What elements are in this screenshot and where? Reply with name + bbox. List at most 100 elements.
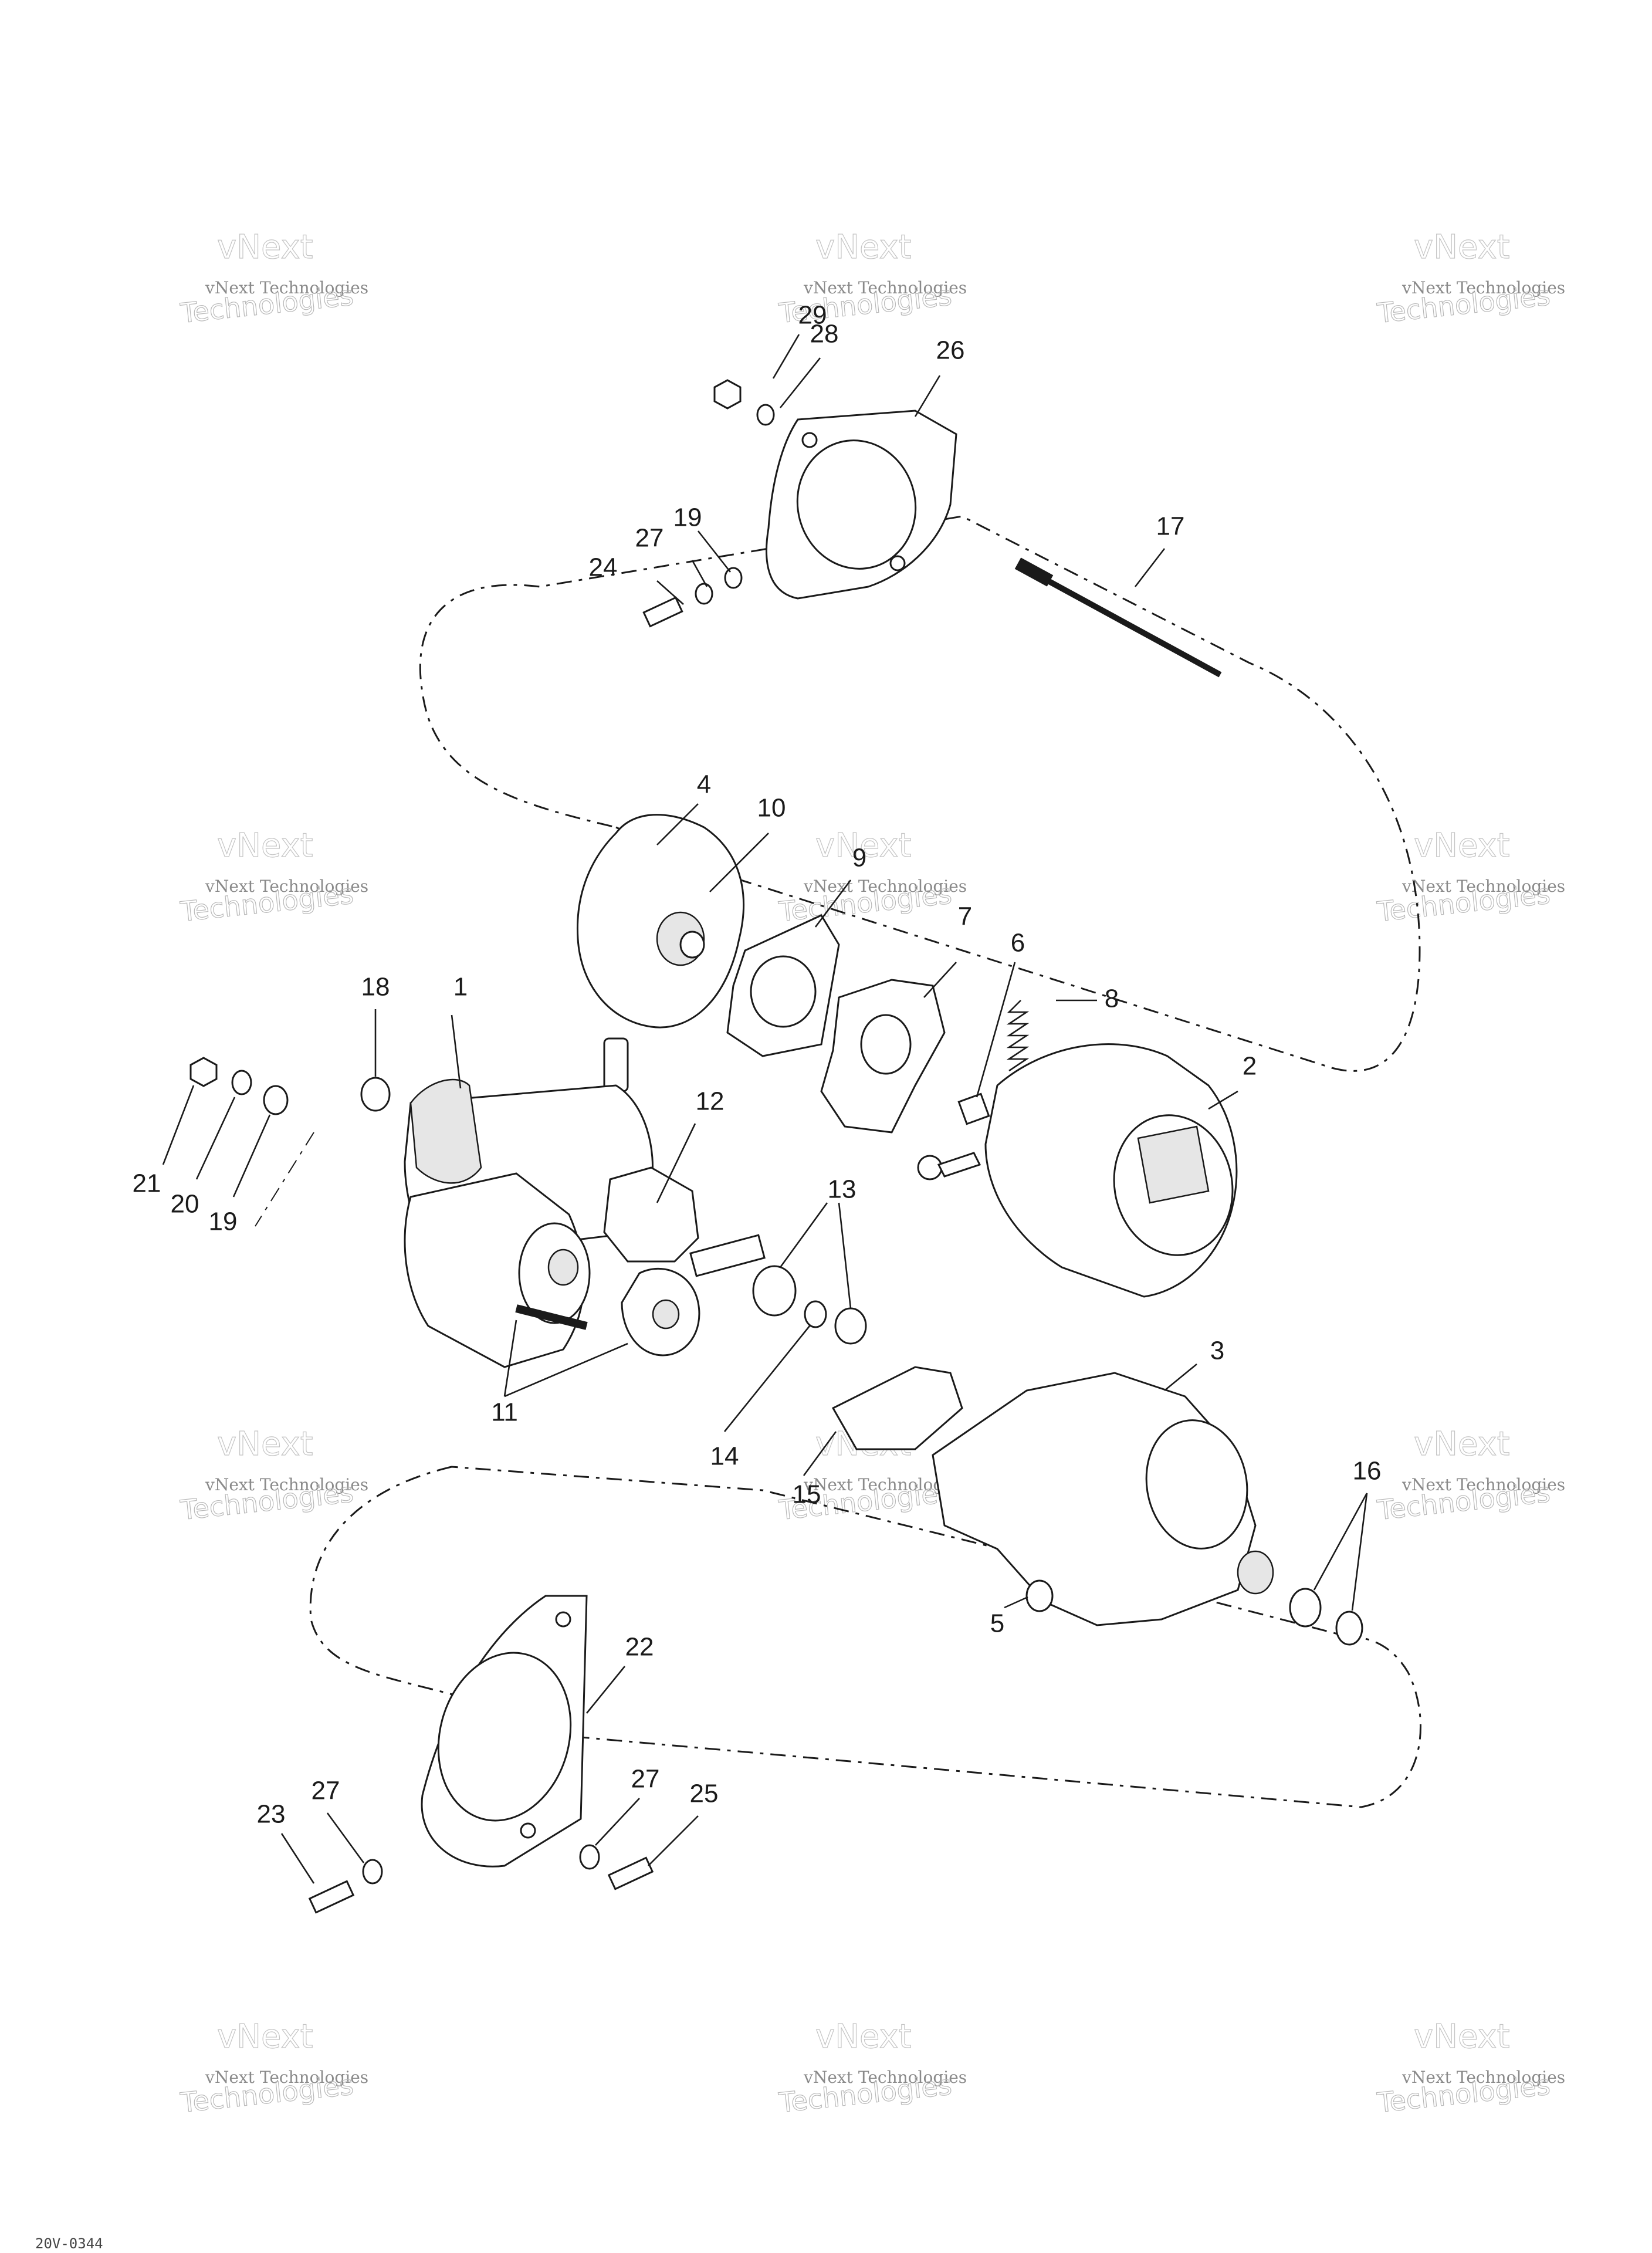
brush-6 [957,1092,990,1125]
spring-8 [1006,1000,1030,1072]
washer-27 [695,583,713,605]
svg-text:vNext Technologies: vNext Technologies [803,2068,967,2087]
watermark: vNext vNext Technologies Technologies [777,2017,967,2119]
watermark: vNext vNext Technologies Technologies [1375,1425,1565,1526]
figure-code: 20V-0344 [35,2235,103,2252]
watermark-group: vNext vNext Technologies Technologies vN… [178,228,1565,2119]
washer-27 [362,1859,383,1885]
lockwasher-19 [724,567,743,589]
nut-21 [189,1057,218,1087]
assembly-outline-lower [309,1466,1421,1808]
callout-17: 17 [1156,512,1185,541]
svg-text:vNext Technologies: vNext Technologies [205,278,368,297]
screw-23 [308,1880,355,1914]
through-bolt-17 [1014,557,1054,587]
seal-16 [1335,1611,1363,1646]
field-terminal-eyelet [917,1155,943,1180]
svg-text:vNext: vNext [815,228,912,266]
callout-10: 10 [757,794,786,823]
bracket-hole-22 [555,1611,571,1628]
svg-text:vNext: vNext [1414,1425,1510,1463]
callout-6: 6 [1011,929,1025,958]
svg-text:vNext Technologies: vNext Technologies [803,278,967,297]
lockwasher-19 [263,1085,289,1115]
brush-plate-center-9 [750,955,817,1028]
callout-23: 23 [257,1800,286,1829]
bracket-hole-22 [520,1822,536,1839]
drive-pinion-12 [603,1166,699,1263]
bracket-opening-22 [437,1652,572,1822]
screw-24 [642,596,683,628]
bracket-hole-26 [889,555,906,571]
washer-27 [579,1844,600,1870]
leader-lines [162,334,1368,1884]
svg-text:vNext Technologies: vNext Technologies [205,877,368,896]
callout-20: 20 [171,1190,199,1219]
nut-29 [713,379,742,410]
callout-24: 24 [589,553,618,582]
callout-13: 13 [828,1175,857,1204]
svg-text:vNext: vNext [815,2018,912,2056]
watermark: vNext vNext Technologies Technologies [777,826,967,928]
callout-19: 19 [209,1207,238,1236]
terminal-cable [255,1132,314,1227]
washer-28 [756,404,775,426]
end-cover-4 [576,814,744,1029]
callout-26: 26 [936,336,965,365]
callout-11: 11 [491,1398,518,1427]
callout-27: 27 [312,1777,340,1805]
shift-lever-15 [831,1366,963,1450]
svg-text:vNext: vNext [217,228,313,266]
callout-7: 7 [958,902,972,931]
callout-1: 1 [453,973,468,1002]
callout-22: 22 [625,1633,654,1662]
svg-text:vNext Technologies: vNext Technologies [1402,877,1565,896]
thrust-washer-13 [834,1307,867,1345]
svg-text:vNext Technologies: vNext Technologies [1402,2068,1565,2087]
svg-text:vNext Technologies: vNext Technologies [1402,278,1565,297]
screw-25 [607,1856,654,1890]
callout-15: 15 [793,1480,821,1509]
parts-layer [189,379,1363,1914]
washer-18 [360,1077,391,1112]
brush-holder-center-7 [860,1014,912,1075]
watermark: vNext vNext Technologies Technologies [178,2017,368,2119]
svg-text:vNext: vNext [1414,2018,1510,2056]
watermark: vNext vNext Technologies Technologies [178,826,368,928]
plug-5 [1025,1579,1054,1612]
bushing-16 [1289,1588,1322,1628]
callout-2: 2 [1243,1052,1257,1081]
field-housing-pole-2 [1137,1125,1210,1204]
solenoid-plunger [547,1249,579,1286]
callout-9: 9 [852,844,866,872]
callout-16: 16 [1353,1457,1382,1486]
circlip-14 [804,1300,827,1328]
solenoid-cap-center-11 [652,1299,680,1330]
bracket-opening-26 [796,439,917,570]
svg-text:vNext Technologies: vNext Technologies [803,877,967,896]
callout-21: 21 [133,1169,161,1198]
callout-12: 12 [696,1087,725,1116]
callout-25: 25 [690,1780,719,1808]
svg-text:vNext: vNext [1414,827,1510,865]
watermark: vNext vNext Technologies Technologies [1375,2017,1565,2119]
svg-text:vNext: vNext [217,827,313,865]
callout-27: 27 [635,524,664,553]
callout-8: 8 [1105,985,1119,1013]
plug [603,1037,629,1092]
solenoid-stud-11 [515,1304,588,1330]
callout-labels: 29 28 26 17 19 27 24 4 10 9 7 6 8 2 18 1… [133,301,1382,1829]
through-bolt-17 [1025,566,1222,678]
callout-4: 4 [697,770,711,799]
callout-5: 5 [990,1609,1004,1638]
callout-14: 14 [710,1442,739,1471]
bushing-13 [752,1265,797,1317]
field-terminal [937,1152,981,1178]
callout-29: 29 [798,301,827,330]
washer-20 [231,1070,252,1095]
callout-18: 18 [361,973,390,1002]
end-cover-bushing-10 [679,931,705,959]
callout-19: 19 [673,503,702,532]
watermark: vNext vNext Technologies Technologies [178,228,368,329]
